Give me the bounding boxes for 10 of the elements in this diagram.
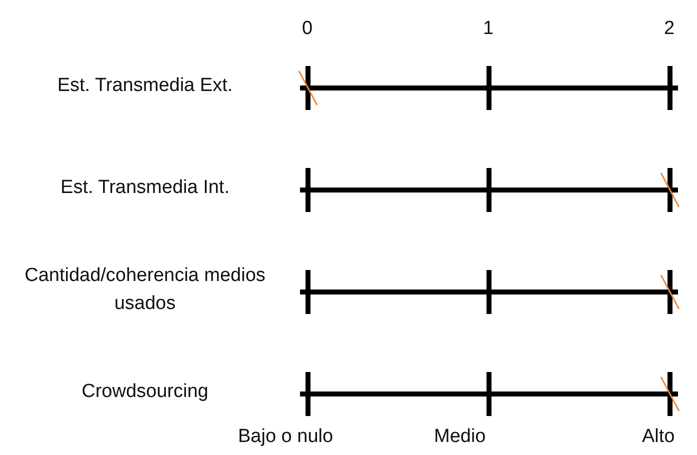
scale-level-label: Alto: [642, 426, 675, 448]
row-label: Est. Transmedia Ext.: [56, 74, 234, 98]
tick-label: 2: [664, 18, 675, 40]
row-label: Cantidad/coherencia medios usados: [24, 264, 266, 316]
scale-level-label: Medio: [434, 426, 486, 448]
row-label: Est. Transmedia Int.: [60, 176, 230, 200]
row-label: Crowdsourcing: [80, 380, 210, 404]
tick-label: 0: [302, 18, 313, 40]
scale-level-label: Bajo o nulo: [238, 426, 334, 448]
tick-label: 1: [483, 18, 494, 40]
